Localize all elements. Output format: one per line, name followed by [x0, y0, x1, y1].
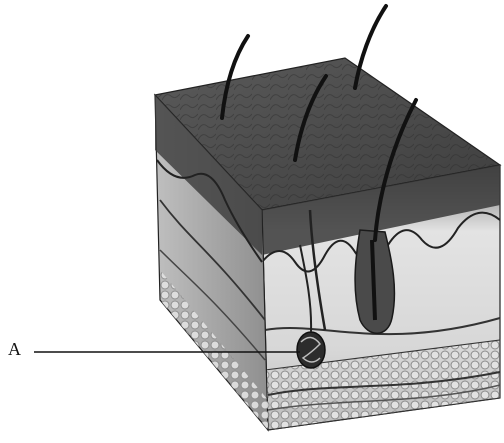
label-a: A — [8, 340, 21, 358]
hair-follicle — [355, 230, 394, 333]
